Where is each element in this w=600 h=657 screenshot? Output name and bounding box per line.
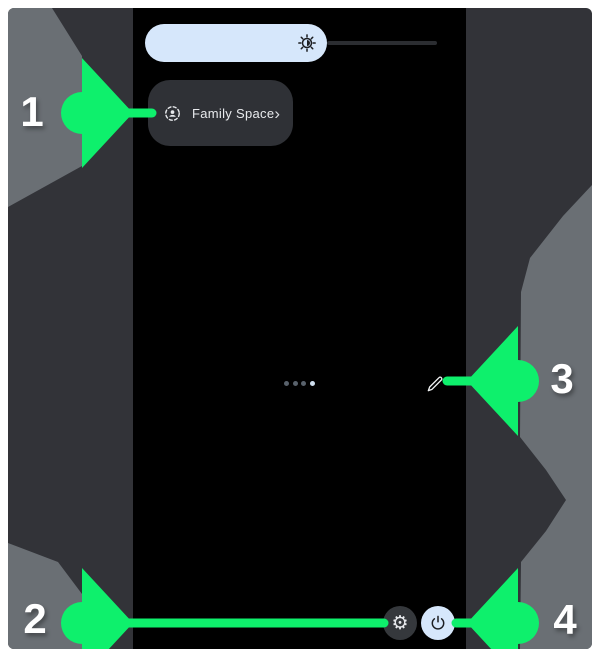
page-dot-active (309, 381, 315, 386)
page-dot (301, 381, 306, 386)
family-space-button[interactable]: Family Space › (148, 80, 293, 146)
chevron-right-icon: › (274, 103, 281, 123)
supervised-user-icon (165, 105, 180, 121)
page-dot (284, 381, 289, 386)
callout-number-2: 2 (23, 595, 47, 642)
callout-number-3: 3 (550, 355, 574, 402)
brightness-track[interactable] (327, 41, 437, 45)
gray-polygon-top-left (8, 8, 82, 207)
power-button[interactable] (421, 606, 455, 640)
phone-screen: Family Space › ⚙ (133, 8, 466, 649)
page-indicator-dots (284, 381, 315, 386)
edit-button[interactable] (425, 374, 445, 394)
pencil-icon (427, 376, 443, 392)
family-space-label: Family Space (192, 105, 275, 121)
page-dot (292, 381, 298, 386)
gray-polygon-right (520, 185, 592, 649)
power-icon (431, 615, 445, 630)
gear-icon: ⚙ (391, 612, 409, 634)
brightness-slider[interactable] (145, 24, 327, 62)
brightness-icon (298, 34, 316, 52)
settings-button[interactable]: ⚙ (383, 606, 417, 640)
callout-number-1: 1 (20, 88, 44, 135)
callout-number-4: 4 (553, 596, 577, 643)
backdrop-canvas: Family Space › ⚙ (8, 8, 592, 649)
